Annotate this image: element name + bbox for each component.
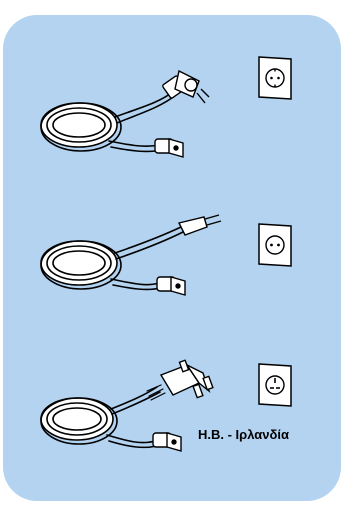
uk-outlet-icon: [255, 360, 295, 410]
region-label-uk-ireland: Η.Β. - Ιρλανδία: [198, 427, 289, 442]
schuko-power-cord-icon: [19, 53, 229, 173]
europlug-power-cord-icon: [19, 195, 229, 315]
schuko-outlet-icon: [255, 53, 295, 103]
europlug-outlet-icon: [255, 220, 295, 270]
uk-power-cord-icon: [19, 351, 229, 471]
instruction-panel: Η.Β. - Ιρλανδία: [3, 15, 341, 501]
